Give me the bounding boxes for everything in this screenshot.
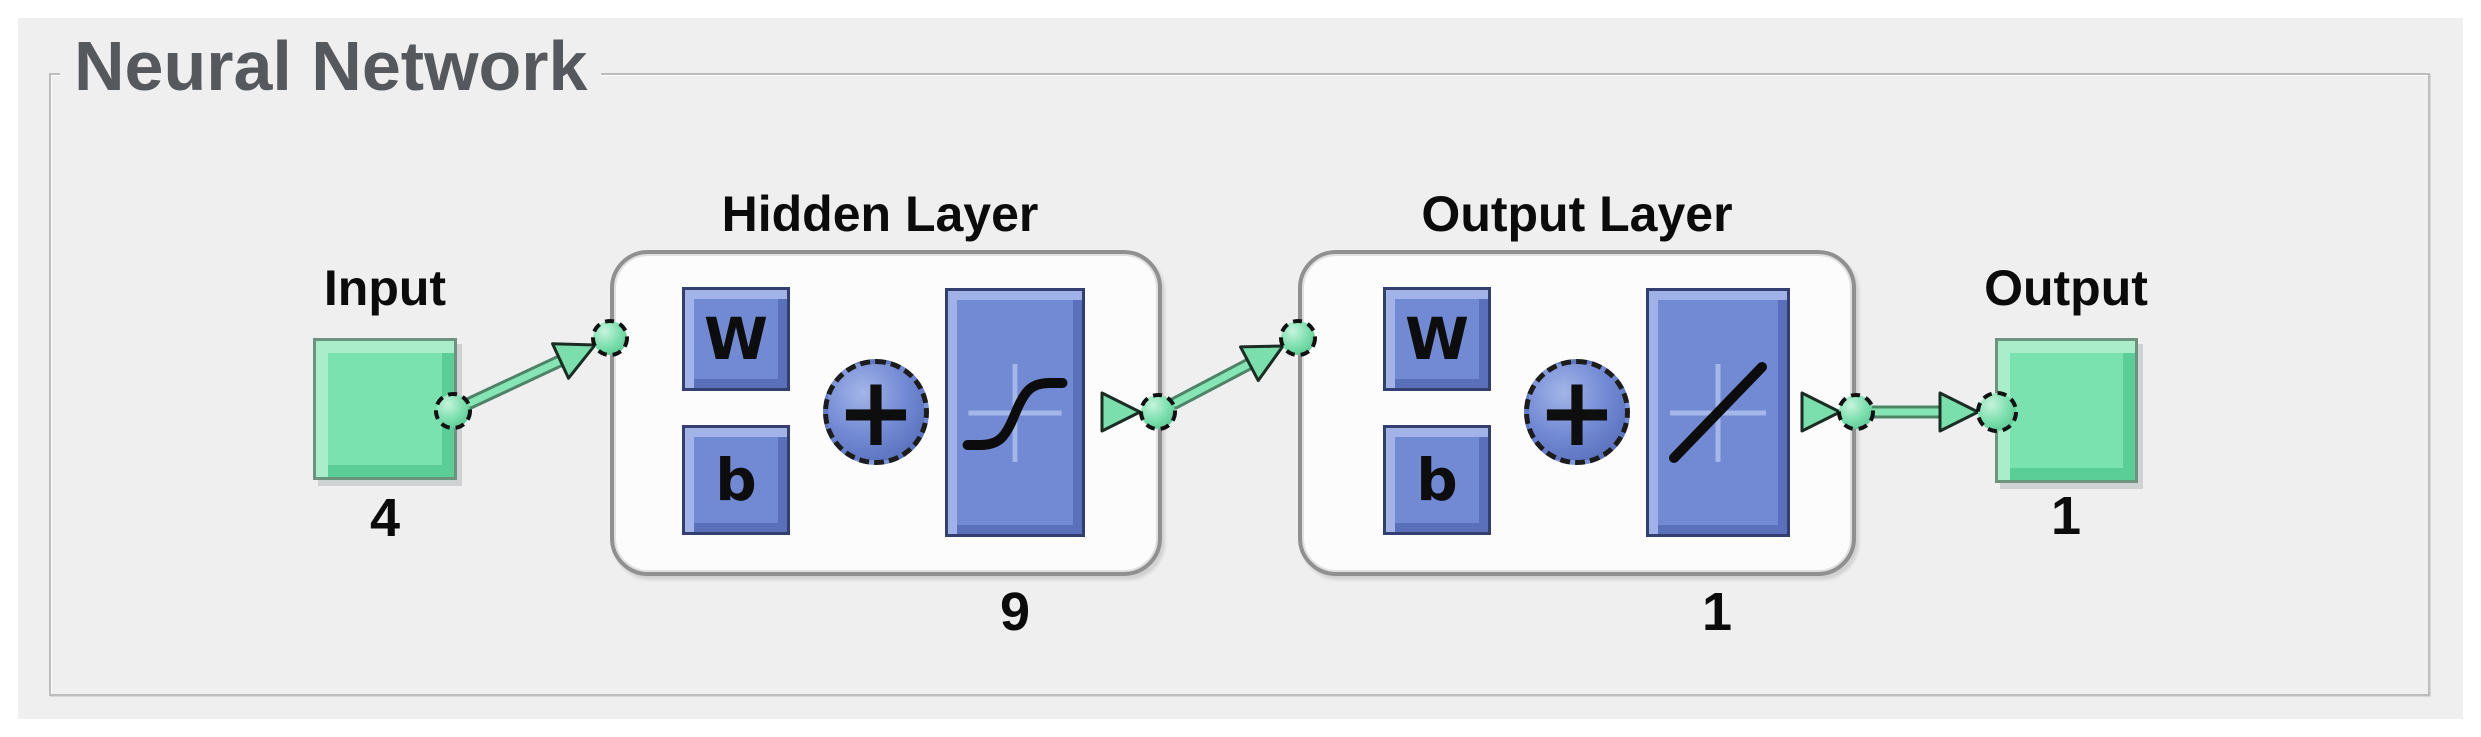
hidden-weight-label: W (704, 305, 768, 373)
hidden-sum-junction: + (823, 359, 929, 465)
output-weight-block: W (1383, 287, 1491, 391)
tansig-icon (962, 364, 1068, 462)
arrowhead-icon (1938, 391, 1980, 433)
node-icon (591, 319, 629, 357)
plus-icon: + (835, 356, 917, 468)
output-bias-block: b (1383, 425, 1491, 535)
hidden-transfer-block (945, 288, 1085, 537)
group-title: Neural Network (60, 29, 602, 104)
hidden-layer-size-label: 9 (999, 582, 1031, 642)
output-sum-junction: + (1524, 359, 1630, 465)
node-icon (1976, 391, 2018, 433)
node-icon (1279, 319, 1317, 357)
input-square (313, 338, 457, 480)
output-layer-title: Output Layer (1421, 186, 1733, 242)
node-icon (1837, 393, 1875, 431)
input-label: Input (323, 260, 447, 316)
hidden-layer-title: Hidden Layer (721, 186, 1039, 242)
output-size-label: 1 (2050, 486, 2082, 546)
output-transfer-block (1646, 288, 1790, 537)
hidden-bias-block: b (682, 425, 790, 535)
node-icon (434, 392, 472, 430)
group-box (49, 73, 2430, 696)
output-layer-size-label: 1 (1701, 582, 1733, 642)
connection-nodes (434, 319, 2018, 433)
output-bias-label: b (1416, 446, 1458, 514)
arrowhead-icon (1800, 391, 1842, 433)
hidden-bias-label: b (715, 446, 757, 514)
input-size-label: 4 (369, 488, 401, 548)
output-weight-label: W (1405, 305, 1469, 373)
plus-icon: + (1536, 356, 1618, 468)
output-square (1995, 338, 2138, 483)
purelin-icon (1669, 362, 1767, 463)
arrowhead-icon (1100, 391, 1142, 433)
hidden-weight-block: W (682, 287, 790, 391)
arrowheads (551, 326, 1980, 433)
node-icon (1139, 393, 1177, 431)
output-label: Output (1984, 260, 2148, 316)
